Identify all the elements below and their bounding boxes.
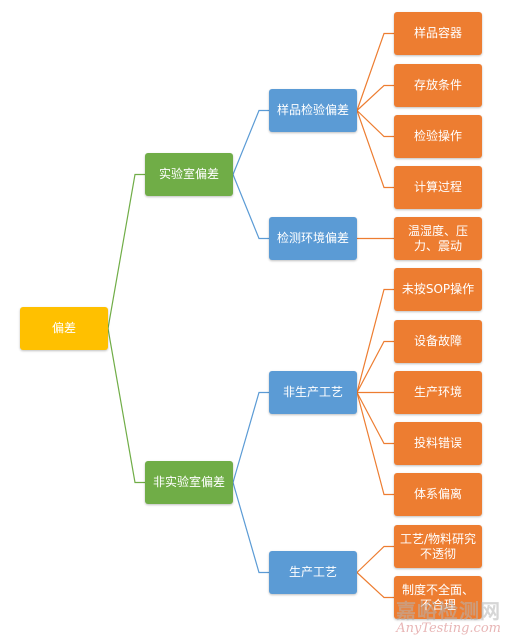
connector-process-leaf	[356, 545, 394, 573]
node-not-following-sop: 未按SOP操作	[394, 268, 482, 311]
connector-sample-leaf	[356, 110, 394, 189]
node-non-lab-deviation: 非实验室偏差	[145, 461, 233, 504]
node-sample-container: 样品容器	[394, 12, 482, 55]
node-storage-conditions: 存放条件	[394, 64, 482, 107]
node-calculation-process: 计算过程	[394, 166, 482, 209]
connector-nonprocess-leaf	[356, 392, 394, 496]
node-temperature-humidity-pressure-vibration: 温湿度、压力、震动	[394, 217, 482, 260]
node-feeding-error: 投料错误	[394, 422, 482, 465]
node-non-production-process: 非生产工艺	[269, 371, 357, 414]
connector-sample-leaf	[356, 110, 394, 138]
connector-nonprocess-leaf	[356, 392, 394, 445]
node-incomplete-system: 制度不全面、不合理	[394, 576, 482, 619]
node-production-environment: 生产环境	[394, 371, 482, 414]
node-system-deviation: 体系偏离	[394, 473, 482, 516]
connector-sample-leaf	[356, 84, 394, 111]
node-process-material-research: 工艺/物料研究不透彻	[394, 525, 482, 568]
connector-nonprocess-leaf	[356, 288, 394, 393]
node-test-environment-deviation: 检测环境偏差	[269, 217, 357, 260]
connector-root-lab	[107, 173, 145, 329]
connector-lab-sample	[232, 109, 269, 175]
connector-sample-leaf	[356, 32, 394, 111]
connector-nonprocess-leaf	[356, 340, 394, 393]
connector-process-leaf	[356, 572, 394, 599]
connector-nonlab-process	[232, 482, 269, 574]
node-production-process: 生产工艺	[269, 551, 357, 594]
connector-lab-environment	[232, 174, 269, 240]
root-node: 偏差	[20, 307, 108, 350]
connector-root-non-lab	[107, 328, 145, 484]
node-sample-test-deviation: 样品检验偏差	[269, 89, 357, 132]
node-lab-deviation: 实验室偏差	[145, 153, 233, 196]
node-test-operation: 检验操作	[394, 115, 482, 158]
connector-nonlab-nonprocess	[232, 391, 269, 483]
node-equipment-failure: 设备故障	[394, 320, 482, 363]
